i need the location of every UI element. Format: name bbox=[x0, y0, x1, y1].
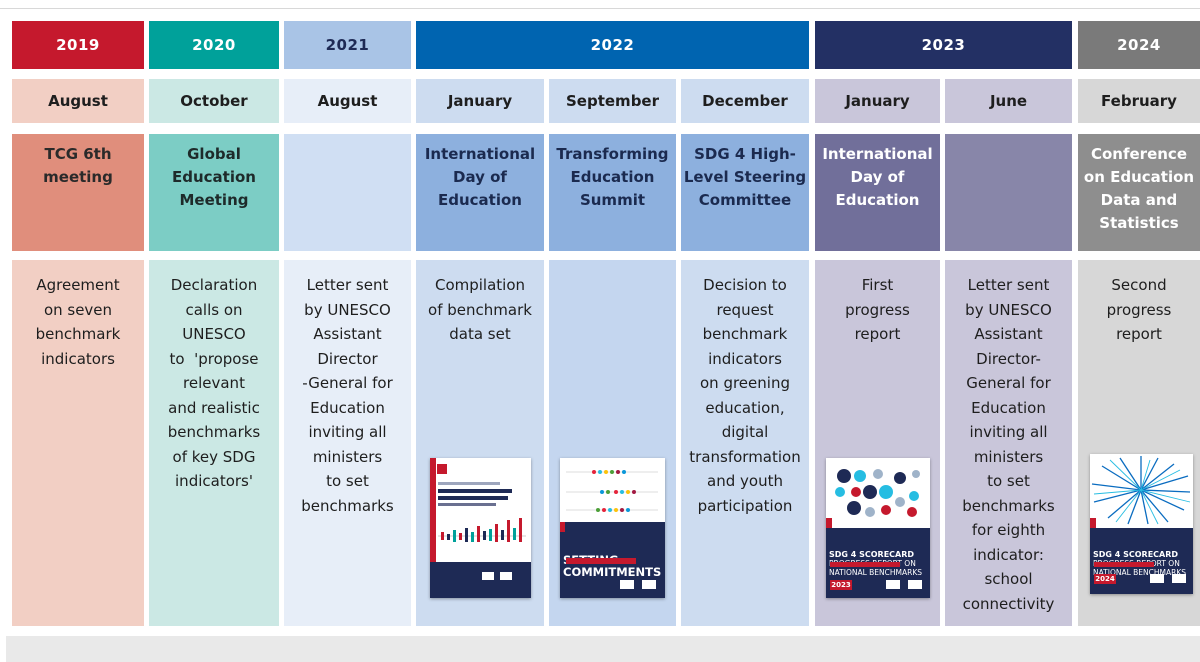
report-cover-setting-commitments: SETTINGCOMMITMENTS bbox=[560, 458, 665, 598]
year-2022: 2022 bbox=[416, 21, 809, 69]
hexagon-pattern-graphic bbox=[835, 469, 920, 517]
bottom-bar bbox=[6, 636, 1200, 662]
report-cover-sdg4-scorecard-2023: SDG 4 SCORECARDPROGRESS REPORT ONNATIONA… bbox=[826, 458, 930, 598]
month-2020-october: October bbox=[149, 79, 279, 123]
year-2024: 2024 bbox=[1078, 21, 1200, 69]
cover-year-label: 2024 bbox=[1094, 574, 1116, 584]
top-divider bbox=[0, 8, 1200, 9]
year-2023: 2023 bbox=[815, 21, 1072, 69]
cover-year-label: 2023 bbox=[830, 580, 852, 590]
month-2022-september: September bbox=[549, 79, 676, 123]
month-2022-december: December bbox=[681, 79, 809, 123]
event-empty-2023-june bbox=[945, 134, 1072, 251]
dot-pattern-graphic bbox=[566, 470, 658, 512]
year-2020: 2020 bbox=[149, 21, 279, 69]
event-empty-2021 bbox=[284, 134, 411, 251]
starburst-graphic bbox=[1091, 456, 1191, 525]
month-2022-january: January bbox=[416, 79, 544, 123]
month-2019-august: August bbox=[12, 79, 144, 123]
month-2023-january: January bbox=[815, 79, 940, 123]
report-cover-benchmarks-digest bbox=[430, 458, 531, 598]
month-2024-february: February bbox=[1078, 79, 1200, 123]
report-cover-sdg4-scorecard-2024: SDG 4 SCORECARDPROGRESS REPORT ONNATIONA… bbox=[1090, 454, 1193, 594]
month-2021-august: August bbox=[284, 79, 411, 123]
year-2019: 2019 bbox=[12, 21, 144, 69]
year-2021: 2021 bbox=[284, 21, 411, 69]
month-2023-june: June bbox=[945, 79, 1072, 123]
bar-chart-graphic bbox=[438, 518, 526, 542]
